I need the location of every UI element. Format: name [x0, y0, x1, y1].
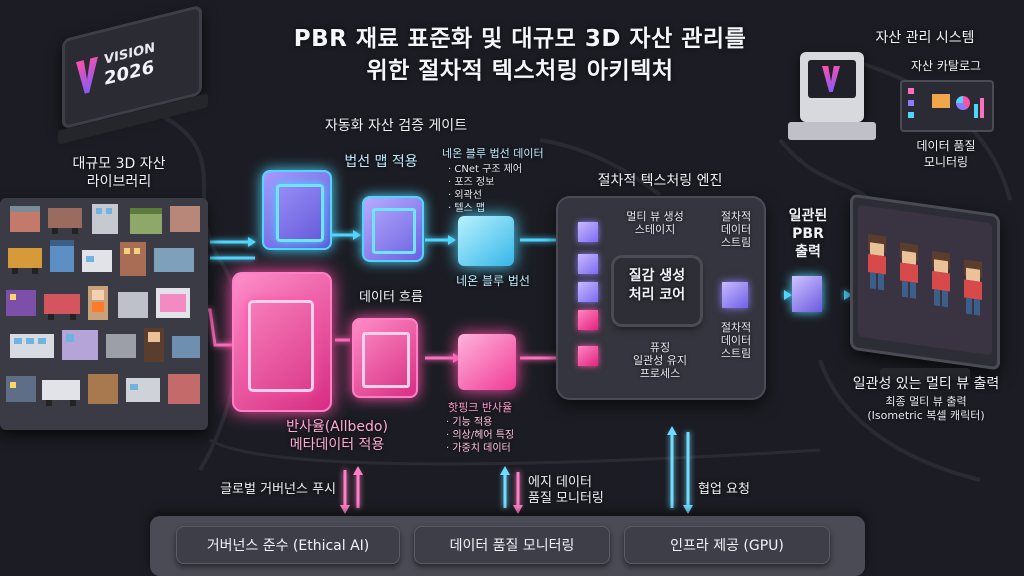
- bar-icon: [980, 98, 984, 118]
- albedo-data-item: · 기능 적용: [446, 417, 493, 428]
- neon-blue-normal-label: 네온 블루 법선: [456, 274, 530, 288]
- governance-push-label: 글로벌 거버넌스 푸시: [220, 482, 336, 497]
- asset-catalog-screen: [900, 80, 994, 132]
- neon-blue-normal-cube: [458, 216, 514, 266]
- stream-top-line3: 스트림: [720, 236, 752, 249]
- engine-input-cube: [578, 346, 598, 366]
- computer-keyboard: [788, 122, 876, 140]
- edge-data-line2: 품질 모니터링: [528, 491, 604, 506]
- library-title-line2: 라이브러리: [86, 174, 152, 190]
- hot-pink-albedo-cube: [458, 334, 516, 390]
- fusion-line2: 일관성 유지: [632, 354, 688, 367]
- quality-monitor-line2: 모니터링: [923, 155, 969, 169]
- multiview-stage-line2: 스테이지: [634, 223, 676, 236]
- asset-library-panel: [0, 198, 208, 430]
- folder-icon: [932, 94, 950, 108]
- governance-arrows: [343, 470, 360, 508]
- stream-bottom-line1: 절차적: [720, 321, 752, 334]
- asset-mgmt-title: 자산 관리 시스템: [875, 30, 975, 46]
- fusion-line1: 퓨징: [649, 341, 671, 354]
- hot-pink-albedo-title: 핫핑크 반사율: [448, 401, 513, 414]
- asset-mgmt-computer: [800, 52, 864, 122]
- texture-processing-core: [614, 258, 700, 324]
- pie-icon: [956, 96, 970, 110]
- engine-input-cube: [578, 254, 598, 274]
- multiview-stage-line1: 멀티 뷰 생성: [626, 210, 684, 223]
- collab-arrows: [670, 432, 690, 508]
- engine-output-cube: [722, 282, 748, 308]
- gate-blue-frame-icon: [276, 184, 324, 242]
- stream-bottom-line3: 스트림: [720, 347, 752, 360]
- albedo-data-item: · 의상/헤어 특징: [446, 430, 515, 441]
- multiview-output-sub2: (Isometric 복셀 캐릭터): [867, 409, 985, 422]
- data-quality-monitoring-button[interactable]: 데이터 품질 모니터링: [414, 526, 610, 564]
- page-title-line2: 위한 절차적 텍스처링 아키텍처: [366, 58, 674, 84]
- albedo-data-item: · 가중치 데이터: [446, 443, 511, 454]
- albedo-label-line1: 반사율(Allbedo): [286, 419, 388, 435]
- normal-data-item: · 포즈 정보: [448, 177, 495, 188]
- engine-input-cube: [578, 310, 598, 330]
- monitor-stand: [880, 368, 970, 380]
- albedo-label-line2: 메타데이터 적용: [289, 437, 385, 453]
- multiview-output-title: 일관성 있는 멀티 뷰 출력: [852, 376, 1000, 392]
- engine-input-cube: [578, 222, 598, 242]
- stream-top-line2: 데이터: [720, 223, 752, 236]
- edge-data-line1: 에지 데이터: [528, 475, 592, 490]
- pbr-output-line3: 출력: [795, 244, 821, 260]
- pbr-output-line2: PBR: [792, 226, 824, 242]
- v-logo-icon: [76, 56, 98, 95]
- engine-title: 절차적 텍스처링 엔진: [597, 173, 723, 189]
- quality-monitor-line1: 데이터 품질: [916, 139, 976, 153]
- normal-data-title: 네온 블루 법선 데이터: [442, 147, 544, 160]
- governance-compliance-button[interactable]: 거버넌스 준수 (Ethical AI): [176, 526, 400, 564]
- monitor-screen: [858, 204, 992, 356]
- edge-data-arrows: [503, 470, 520, 508]
- normal-map-apply-label: 법선 맵 적용: [344, 154, 418, 170]
- normal-data-item: · 외곽선: [448, 190, 482, 201]
- validation-gate-label: 자동화 자산 검증 게이트: [324, 118, 468, 134]
- multiview-output-monitor: [850, 193, 1000, 371]
- stream-bottom-line2: 데이터: [720, 334, 752, 347]
- core-label-line2: 처리 코어: [628, 287, 686, 303]
- voxel-characters-illustration: [868, 233, 982, 316]
- albedo-small-frame-icon: [362, 332, 410, 388]
- infrastructure-gpu-button[interactable]: 인프라 제공 (GPU): [624, 526, 830, 564]
- asset-catalog-label: 자산 카탈로그: [910, 59, 982, 73]
- catalog-dot: [908, 88, 914, 94]
- page-title-line1: PBR 재료 표준화 및 대규모 3D 자산 관리를: [293, 26, 747, 52]
- pbr-output-cube: [792, 276, 822, 312]
- fusion-line3: 프로세스: [639, 367, 681, 380]
- catalog-dot: [908, 112, 914, 118]
- multiview-output-sub1: 최종 멀티 뷰 출력: [885, 395, 967, 408]
- voxel-assets-illustration: [6, 204, 200, 406]
- library-title-line1: 대규모 3D 자산: [72, 156, 166, 172]
- data-flow-label: 데이터 흐름: [359, 290, 423, 305]
- stream-top-line1: 절차적: [720, 210, 752, 223]
- pbr-output-line1: 일관된: [788, 208, 828, 224]
- normal-map-frame-icon: [372, 208, 416, 254]
- albedo-frame-icon: [248, 300, 314, 392]
- normal-data-item: · 텔스 맵: [448, 203, 486, 214]
- core-label-line1: 질감 생성: [628, 268, 686, 284]
- collab-request-label: 협업 요청: [698, 482, 750, 497]
- normal-data-item: · CNet 구조 제어: [448, 164, 523, 175]
- validation-gate-blue-block: [262, 170, 332, 250]
- bar-icon: [974, 104, 978, 118]
- engine-input-cube: [578, 282, 598, 302]
- catalog-dot: [908, 100, 914, 106]
